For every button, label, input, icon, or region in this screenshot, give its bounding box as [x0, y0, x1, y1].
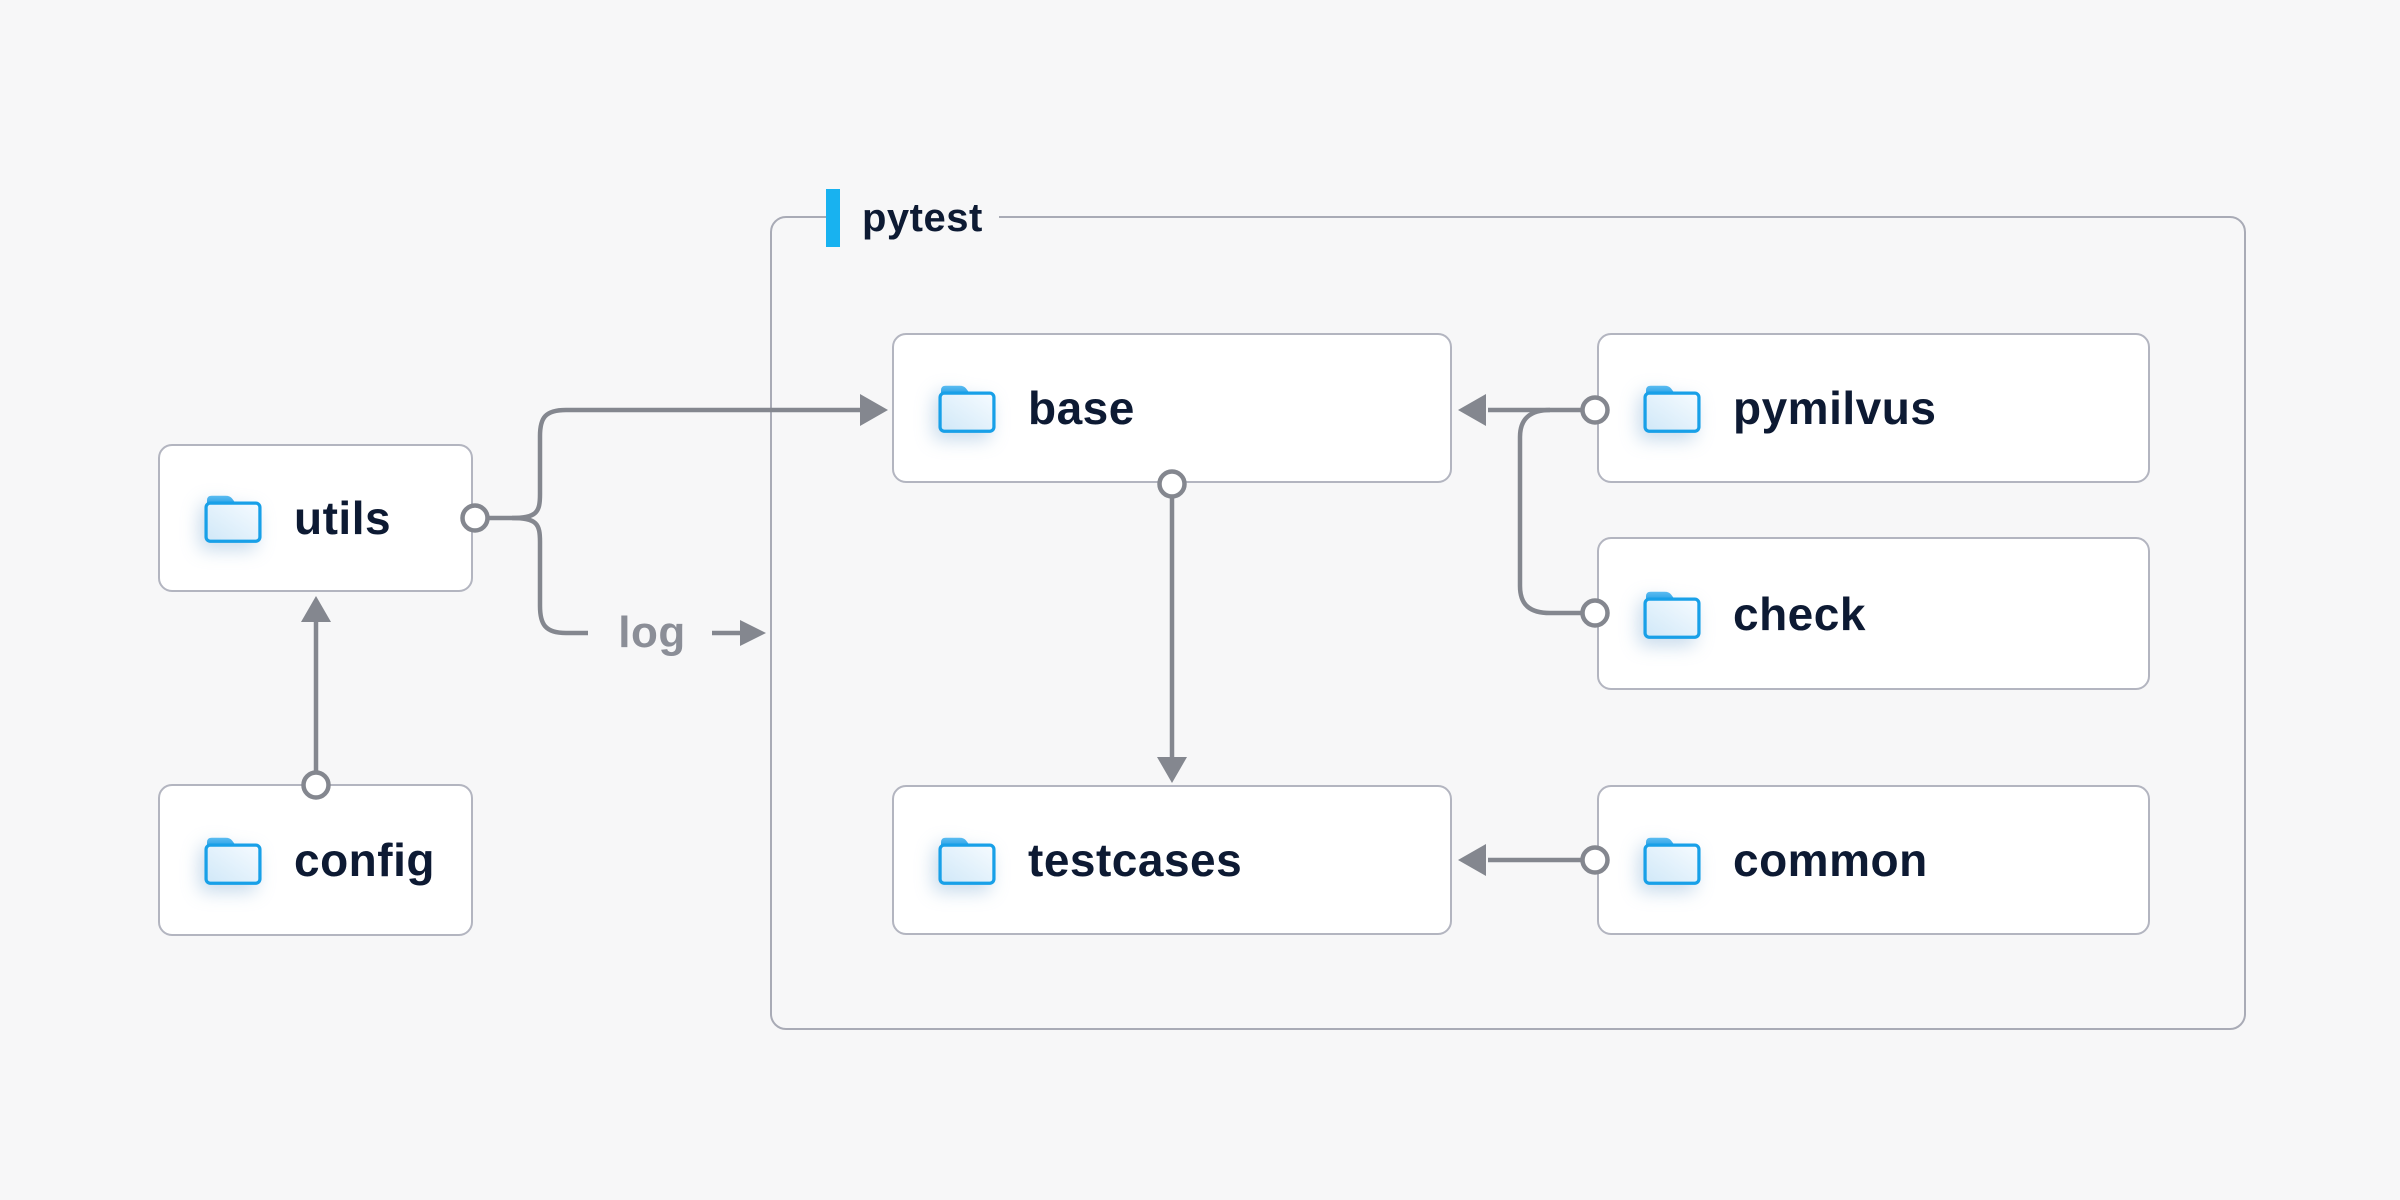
edge-label-log: log — [618, 608, 686, 657]
node-utils: utils — [158, 444, 473, 592]
arrowhead-up-icon — [301, 596, 331, 622]
node-label: check — [1733, 587, 1866, 640]
node-label: base — [1028, 382, 1135, 434]
node-pymilvus: pymilvus — [1597, 333, 2150, 483]
node-label: utils — [294, 492, 392, 544]
node-label: pymilvus — [1733, 382, 1937, 434]
node-check: check — [1597, 537, 2150, 690]
node-config: config — [158, 784, 473, 936]
group-title: pytest — [862, 195, 983, 240]
pytest-group-label: pytest — [826, 187, 999, 249]
folder-icon — [1641, 588, 1703, 640]
folder-icon — [1641, 382, 1703, 434]
node-label: config — [294, 834, 435, 886]
accent-bar-icon — [826, 189, 840, 247]
node-common: common — [1597, 785, 2150, 935]
node-base: base — [892, 333, 1452, 483]
folder-icon — [202, 834, 264, 886]
node-label: testcases — [1028, 834, 1243, 886]
node-testcases: testcases — [892, 785, 1452, 935]
folder-icon — [202, 492, 264, 544]
folder-icon — [936, 382, 998, 434]
node-label: common — [1733, 834, 1928, 886]
folder-icon — [1641, 834, 1703, 886]
pytest-group-box: pytest — [770, 187, 2246, 1030]
folder-icon — [936, 834, 998, 886]
arrowhead-right-icon — [740, 620, 766, 646]
edge-config-utils — [301, 596, 331, 800]
